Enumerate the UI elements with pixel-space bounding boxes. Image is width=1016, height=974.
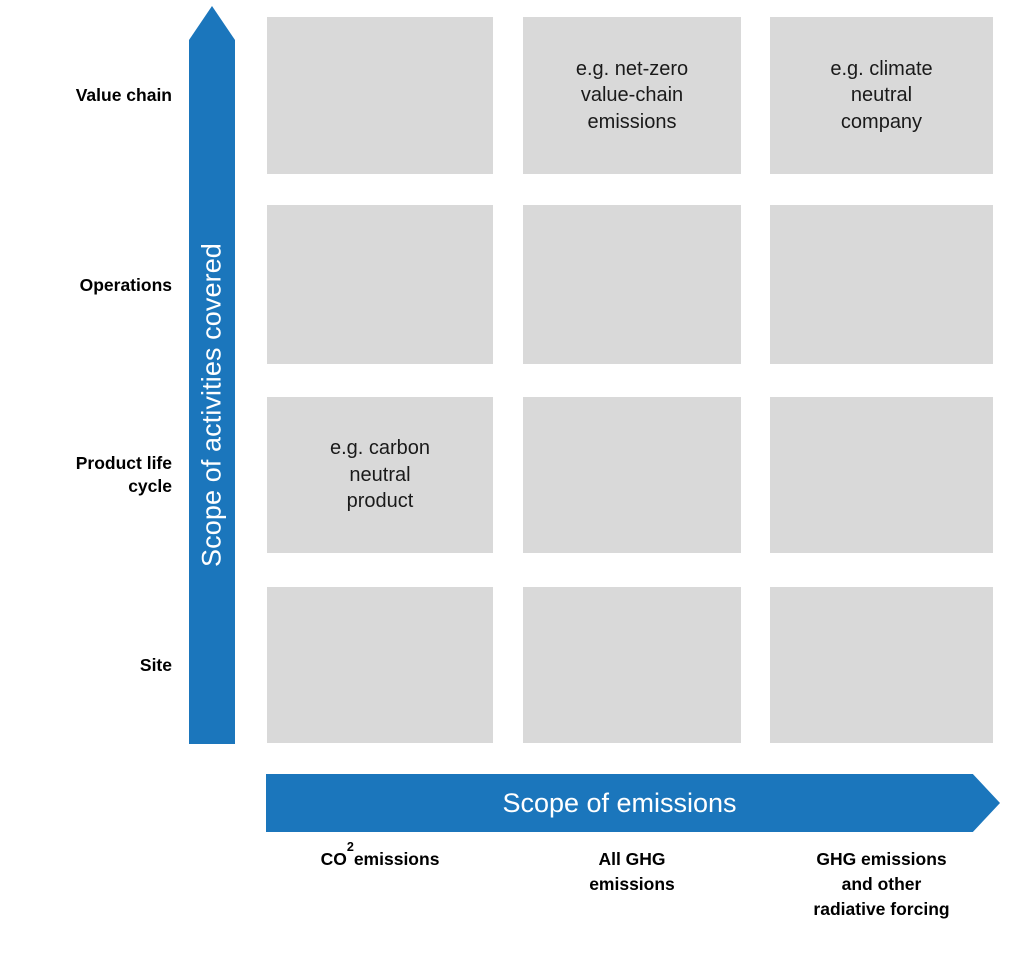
matrix-cell-r1c2[interactable]	[770, 205, 993, 364]
matrix-cell-r2c1[interactable]	[523, 397, 741, 553]
x-axis-arrow: Scope of emissions	[266, 774, 1000, 832]
matrix-cell-text: e.g. climate neutral company	[830, 57, 933, 133]
matrix-cell-r0c2[interactable]: e.g. climate neutral company	[770, 17, 993, 174]
matrix-cell-r3c2[interactable]	[770, 587, 993, 743]
matrix-cell-r1c1[interactable]	[523, 205, 741, 364]
matrix-cell-text: e.g. carbon neutral product	[329, 437, 431, 513]
matrix-cell-r3c1[interactable]	[523, 587, 741, 743]
row-label-product-life-cycle: Product life cycle	[75, 453, 172, 496]
row-label-value-chain: Value chain	[75, 84, 172, 105]
matrix-cell-r2c2[interactable]	[770, 397, 993, 553]
x-axis-arrow-shape	[266, 774, 1000, 832]
y-axis-arrow-shape	[189, 6, 235, 744]
matrix-cell-r3c0[interactable]	[267, 587, 493, 743]
row-label-operations: Operations	[79, 274, 172, 295]
row-label-site: Site	[139, 654, 172, 675]
y-axis-arrow-label: Scope of activities covered	[196, 242, 227, 567]
matrix-cell-r1c0[interactable]	[267, 205, 493, 364]
matrix-cell-text: e.g. net-zero value-chain emissions	[575, 57, 689, 133]
matrix-cell-r0c1[interactable]: e.g. net-zero value-chain emissions	[523, 17, 741, 174]
y-axis-arrow: Scope of activities covered	[189, 6, 235, 744]
x-axis-arrow-label: Scope of emissions	[502, 787, 737, 818]
matrix-cell-r2c0[interactable]: e.g. carbon neutral product	[267, 397, 493, 553]
matrix-cell-r0c0[interactable]	[267, 17, 493, 174]
